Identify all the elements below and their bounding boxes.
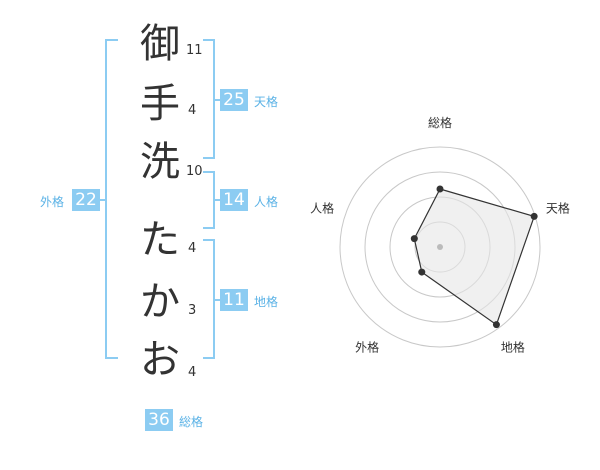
name-char-3: 洗 bbox=[140, 139, 180, 185]
radar-axis-label-1: 総格 bbox=[428, 115, 452, 130]
radar-axis-label-2: 天格 bbox=[546, 201, 570, 216]
radar-axis-label-4: 外格 bbox=[355, 339, 379, 354]
name-char-6: お bbox=[140, 337, 180, 383]
stroke-count-6: 4 bbox=[188, 365, 197, 380]
radar-axis-label-3: 地格 bbox=[501, 339, 525, 354]
name-char-5: か bbox=[140, 279, 180, 325]
radar-axis-label-5: 人格 bbox=[310, 201, 334, 216]
radar-point-3 bbox=[492, 321, 500, 329]
name-char-4: た bbox=[140, 217, 180, 263]
radar-ring bbox=[339, 146, 541, 348]
stroke-count-2: 4 bbox=[188, 103, 197, 118]
radar-area bbox=[413, 188, 535, 326]
radar-point-4 bbox=[418, 268, 426, 276]
soukaku-label: 総格 bbox=[179, 415, 204, 429]
stroke-count-3: 10 bbox=[186, 164, 203, 179]
tenkaku-value-badge: 25 bbox=[220, 89, 248, 111]
gaikaku-label: 外格 bbox=[40, 195, 65, 209]
jinkaku-label: 人格 bbox=[254, 195, 279, 209]
name-char-1: 御 bbox=[140, 21, 180, 67]
radar-point-5 bbox=[410, 235, 418, 243]
chikaku-label: 地格 bbox=[254, 295, 279, 309]
stroke-count-5: 3 bbox=[188, 303, 197, 318]
tenkaku-label: 天格 bbox=[254, 95, 279, 109]
jinkaku-value-badge: 14 bbox=[220, 189, 248, 211]
radar-point-2 bbox=[530, 212, 538, 220]
stroke-count-1: 11 bbox=[186, 43, 203, 58]
name-char-2: 手 bbox=[140, 81, 180, 127]
radar-center-point bbox=[437, 244, 443, 250]
stroke-count-4: 4 bbox=[188, 241, 197, 256]
soukaku-value-badge: 36 bbox=[145, 409, 173, 431]
radar-point-1 bbox=[436, 185, 444, 193]
gaikaku-value-badge: 22 bbox=[72, 189, 100, 211]
chikaku-value-badge: 11 bbox=[220, 289, 248, 311]
